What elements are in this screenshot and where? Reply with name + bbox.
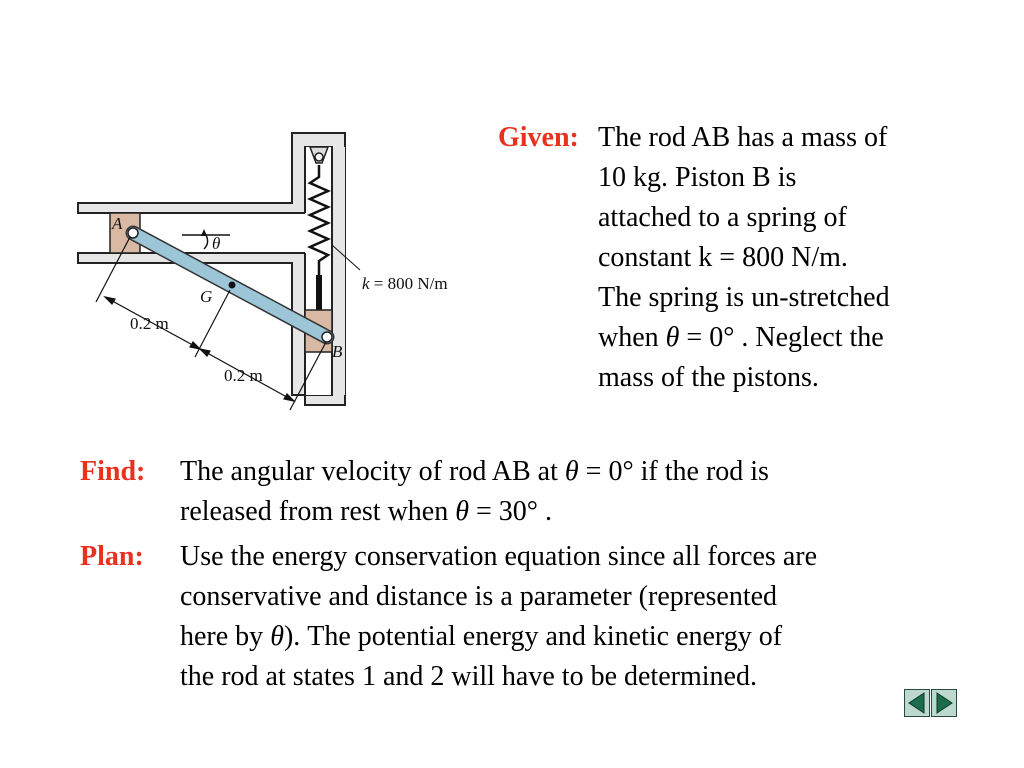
find-line: The angular velocity of rod AB at θ = 0°… — [180, 452, 769, 492]
text-run: The angular velocity of rod AB at — [180, 456, 565, 487]
find-line: released from rest when θ = 30° . — [180, 492, 769, 532]
theta-arrow-icon — [201, 229, 207, 236]
plan-label: Plan: — [80, 541, 144, 572]
given-line: when θ = 0° . Neglect the — [598, 318, 890, 358]
plan-line: the rod at states 1 and 2 will have to b… — [180, 661, 757, 692]
plan-line: here by θ). The potential energy and kin… — [180, 617, 817, 657]
spring-mount — [308, 146, 330, 164]
given-line: mass of the pistons. — [598, 362, 819, 393]
k-leader-line — [331, 244, 361, 271]
triangle-right-icon — [936, 692, 953, 714]
label-g: G — [200, 287, 212, 306]
theta-symbol: θ — [270, 621, 284, 652]
theta-symbol: θ — [665, 322, 680, 353]
given-line: constant k = 800 N/m. — [598, 242, 848, 273]
find-text: The angular velocity of rod AB at θ = 0°… — [180, 452, 769, 532]
text-run: = 0° if the rod is — [578, 456, 769, 487]
shaft-fill-right — [332, 147, 345, 395]
text-run: released from rest when — [180, 496, 456, 527]
text-run: when — [598, 322, 666, 353]
text-run: ). The potential energy and kinetic ener… — [283, 621, 783, 652]
pin-a — [127, 227, 139, 239]
text-run: = 0° . Neglect the — [679, 322, 884, 353]
find-label: Find: — [80, 456, 146, 487]
dimension-label-2: 0.2 m — [224, 366, 263, 385]
k-value: = 800 N/m — [370, 274, 448, 293]
label-spring-constant: k = 800 N/m — [362, 274, 448, 293]
given-line: attached to a spring of — [598, 202, 847, 233]
slide-navigation — [904, 689, 958, 719]
next-slide-button[interactable] — [931, 689, 957, 717]
theta-symbol: θ — [455, 496, 469, 527]
plan-line: conservative and distance is a parameter… — [180, 581, 778, 612]
spring-rod — [316, 275, 322, 310]
label-a: A — [111, 214, 123, 233]
plan-text: Use the energy conservation equation sin… — [180, 537, 817, 697]
dimension-label-1: 0.2 m — [130, 314, 169, 333]
spring — [306, 165, 332, 275]
text-run: here by — [180, 621, 271, 652]
center-of-mass-g — [228, 281, 236, 289]
given-text: The rod AB has a mass of 10 kg. Piston B… — [598, 118, 890, 398]
rod-piston-spring-figure: A B G θ k = 800 N/m 0.2 m 0.2 m — [77, 132, 448, 411]
dimension-lines — [95, 236, 327, 411]
given-line: The rod AB has a mass of — [598, 122, 888, 153]
text-run: = 30° . — [468, 496, 552, 527]
previous-slide-button[interactable] — [904, 689, 930, 717]
label-b: B — [332, 342, 343, 361]
theta-arc — [203, 234, 209, 250]
theta-symbol: θ — [564, 456, 579, 487]
label-theta: θ — [212, 234, 220, 253]
triangle-left-icon — [908, 692, 925, 714]
pin-b — [321, 331, 333, 343]
k-symbol: k — [362, 274, 370, 293]
given-label: Given: — [498, 122, 579, 153]
given-line: The spring is un-stretched — [598, 282, 890, 313]
given-line: 10 kg. Piston B is — [598, 162, 797, 193]
plan-line: Use the energy conservation equation sin… — [180, 541, 817, 572]
